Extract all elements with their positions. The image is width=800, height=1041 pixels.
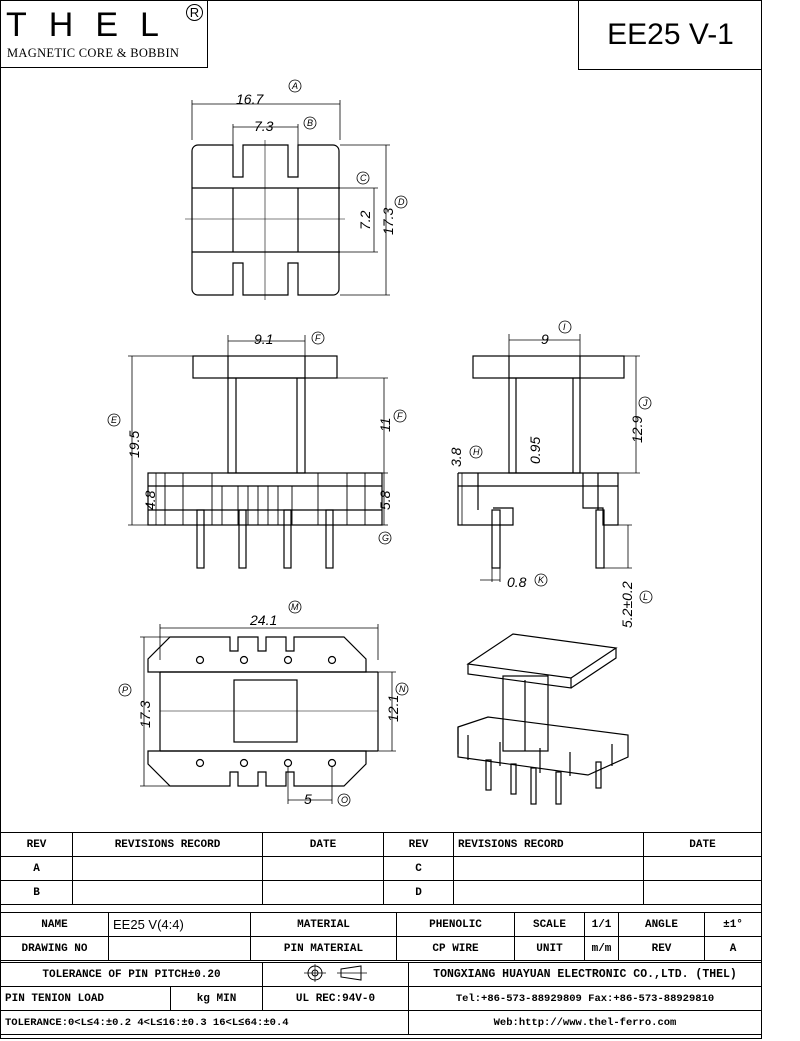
contact-tel: Tel:+86-573-88929809 Fax:+86-573-8892981… bbox=[408, 986, 762, 1011]
rev-a-date bbox=[262, 856, 384, 881]
tag-j: J bbox=[642, 398, 648, 408]
tag-h: H bbox=[473, 447, 480, 457]
tag-e: E bbox=[111, 415, 118, 425]
rev-c-date bbox=[643, 856, 762, 881]
projection-icon bbox=[303, 963, 367, 982]
projection-symbol bbox=[262, 962, 409, 987]
dim-m: 24.1 bbox=[249, 612, 277, 628]
isometric-view bbox=[457, 633, 629, 805]
spec-table: NAME EE25 V(4:4) MATERIAL PHENOLIC SCALE… bbox=[0, 912, 762, 961]
dim-c: 7.2 bbox=[357, 210, 373, 230]
scale-label: SCALE bbox=[514, 912, 585, 937]
footer-table: TOLERANCE OF PIN PITCH±0.20 TONGXIANG HU… bbox=[0, 962, 762, 1035]
rev-c: C bbox=[383, 856, 454, 881]
tag-l: L bbox=[643, 592, 648, 602]
dim-g: 5.8 bbox=[377, 490, 393, 510]
tag-m: M bbox=[291, 602, 299, 612]
logo-box: THEL R MAGNETIC CORE & BOBBIN bbox=[0, 0, 208, 68]
company-name: TONGXIANG HUAYUAN ELECTRONIC CO.,LTD. (T… bbox=[408, 962, 762, 987]
tag-o: O bbox=[341, 795, 348, 805]
tolerance-pin-pitch: TOLERANCE OF PIN PITCH±0.20 bbox=[0, 962, 263, 987]
tag-n: N bbox=[399, 684, 406, 694]
reference-tags bbox=[107, 79, 653, 807]
dim-l: 5.2±0.2 bbox=[619, 581, 635, 628]
tag-f-2: F bbox=[397, 411, 403, 421]
dim-b: 7.3 bbox=[254, 118, 274, 134]
top-view bbox=[185, 140, 345, 300]
rev-b-date bbox=[262, 880, 384, 905]
rev-d-date bbox=[643, 880, 762, 905]
pin-material-label: PIN MATERIAL bbox=[250, 936, 397, 961]
rev-header-2: REV bbox=[383, 832, 454, 857]
dim-center: 0.95 bbox=[527, 437, 543, 464]
drawing-frame bbox=[0, 0, 762, 1039]
dim-d: 17.3 bbox=[380, 208, 396, 235]
dim-o: 5 bbox=[304, 791, 312, 807]
tag-d: D bbox=[398, 197, 405, 207]
tag-a: A bbox=[291, 81, 298, 91]
drawing-no-label: DRAWING NO bbox=[0, 936, 109, 961]
name-value: EE25 V(4:4) bbox=[108, 912, 251, 937]
tag-i: I bbox=[563, 322, 566, 332]
dim-p: 17.3 bbox=[137, 701, 153, 728]
pin-material-value: CP WIRE bbox=[396, 936, 515, 961]
tag-f: F bbox=[315, 333, 321, 343]
rev-header: REV bbox=[0, 832, 73, 857]
rev-d: D bbox=[383, 880, 454, 905]
unit-label: UNIT bbox=[514, 936, 585, 961]
dim-k: 0.8 bbox=[507, 574, 527, 590]
date-header: DATE bbox=[262, 832, 384, 857]
dim-e: 19.5 bbox=[126, 431, 142, 458]
logo-text: THEL bbox=[6, 6, 181, 44]
tolerance-table: TOLERANCE:0<L≤4:±0.2 4<L≤16:±0.3 16<L≤64… bbox=[0, 1010, 409, 1035]
dim-h: 3.8 bbox=[448, 447, 464, 467]
dim-i: 9 bbox=[541, 331, 549, 347]
date-header-2: DATE bbox=[643, 832, 762, 857]
rev-b: B bbox=[0, 880, 73, 905]
dimension-labels: 16.7 7.3 7.2 17.3 9.1 19.5 4.8 11 5.8 9 … bbox=[126, 91, 645, 807]
revisions-table: REV REVISIONS RECORD DATE REV REVISIONS … bbox=[0, 832, 762, 905]
pin-tension-label: PIN TENION LOAD bbox=[0, 986, 171, 1011]
tag-k: K bbox=[538, 575, 545, 585]
scale-value: 1/1 bbox=[584, 912, 619, 937]
part-title: EE25 V-1 bbox=[607, 18, 734, 51]
bottom-view bbox=[147, 636, 379, 787]
dim-4-8: 4.8 bbox=[142, 490, 158, 510]
angle-value: ±1° bbox=[704, 912, 762, 937]
revisions-record-header: REVISIONS RECORD bbox=[72, 832, 263, 857]
unit-value: m/m bbox=[584, 936, 619, 961]
tag-b: B bbox=[307, 118, 313, 128]
revisions-record-header-2: REVISIONS RECORD bbox=[453, 832, 644, 857]
rev-c-record bbox=[453, 856, 644, 881]
tag-g: G bbox=[382, 533, 389, 543]
dim-f-side: 11 bbox=[377, 417, 393, 432]
ul-rating: UL REC:94V-0 bbox=[262, 986, 409, 1011]
tag-c: C bbox=[360, 173, 367, 183]
dim-j: 12.9 bbox=[629, 416, 645, 443]
material-label: MATERIAL bbox=[250, 912, 397, 937]
angle-label: ANGLE bbox=[618, 912, 705, 937]
name-label: NAME bbox=[0, 912, 109, 937]
rev-b-record bbox=[72, 880, 263, 905]
logo-subtitle: MAGNETIC CORE & BOBBIN bbox=[7, 46, 180, 60]
front-view bbox=[147, 355, 383, 569]
technical-drawing: 16.7 7.3 7.2 17.3 9.1 19.5 4.8 11 5.8 9 … bbox=[107, 79, 653, 807]
dim-a: 16.7 bbox=[236, 91, 264, 107]
drawing-no-value bbox=[108, 936, 251, 961]
title-box: EE25 V-1 bbox=[578, 0, 762, 70]
dim-n: 12.1 bbox=[385, 695, 401, 722]
tag-p: P bbox=[122, 685, 128, 695]
dim-f-top: 9.1 bbox=[254, 331, 273, 347]
material-value: PHENOLIC bbox=[396, 912, 515, 937]
website: Web:http://www.thel-ferro.com bbox=[408, 1010, 762, 1035]
rev-d-record bbox=[453, 880, 644, 905]
pin-tension-unit: kg MIN bbox=[170, 986, 263, 1011]
registered-mark: R bbox=[186, 4, 203, 21]
rev-value: A bbox=[704, 936, 762, 961]
rev-a: A bbox=[0, 856, 73, 881]
rev-label: REV bbox=[618, 936, 705, 961]
rev-a-record bbox=[72, 856, 263, 881]
